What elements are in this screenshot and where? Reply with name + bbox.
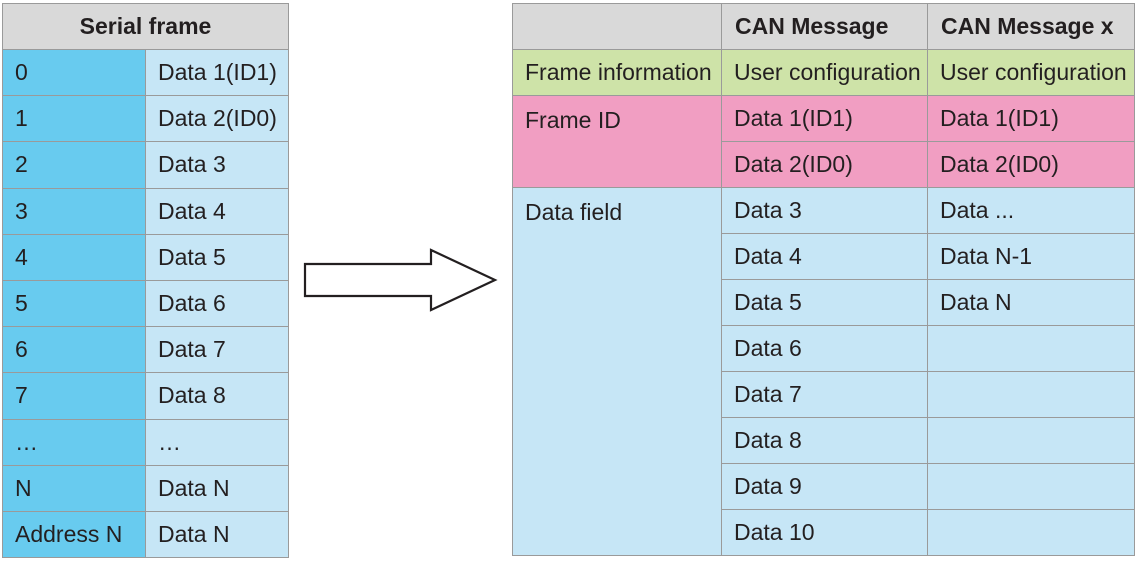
can-message-table: CAN Message CAN Message x Frame informat… xyxy=(512,3,1135,556)
serial-value: … xyxy=(145,418,289,466)
data-field-msg: Data 10 xyxy=(721,509,928,556)
table-row: Data 8 xyxy=(513,417,1135,464)
serial-index: 5 xyxy=(2,279,146,328)
serial-index: 7 xyxy=(2,372,146,420)
serial-index: … xyxy=(2,418,146,466)
data-field-msg: Data 9 xyxy=(721,463,928,510)
data-field-msg-x xyxy=(927,417,1135,464)
data-field-msg: Data 8 xyxy=(721,417,928,464)
table-row: Data 5 Data N xyxy=(513,279,1135,326)
serial-index: 3 xyxy=(2,187,146,235)
serial-index: N xyxy=(2,464,146,512)
data-field-msg: Data 5 xyxy=(721,279,928,326)
table-row: Data 6 xyxy=(513,325,1135,372)
can-message-x-header: CAN Message x xyxy=(927,3,1135,50)
data-field-msg-x: Data N xyxy=(927,279,1135,326)
table-row: …… xyxy=(2,418,289,466)
serial-value: Data 2(ID0) xyxy=(145,95,289,143)
data-field-msg: Data 7 xyxy=(721,371,928,418)
table-row: Data 10 xyxy=(513,509,1135,556)
data-field-msg-x: Data ... xyxy=(927,187,1135,234)
frame-id-msg: Data 2(ID0) xyxy=(721,141,928,188)
serial-value: Data 7 xyxy=(145,326,289,374)
data-field-msg-x xyxy=(927,325,1135,372)
serial-index: 0 xyxy=(2,48,146,97)
table-row: Frame information User configuration Use… xyxy=(512,49,1135,96)
frame-information-msg: User configuration xyxy=(721,49,928,96)
serial-frame-header: Serial frame xyxy=(2,3,289,50)
data-field-label: Data field xyxy=(512,187,722,556)
data-field-msg: Data 6 xyxy=(721,325,928,372)
frame-id-msg-x: Data 1(ID1) xyxy=(927,95,1135,142)
data-field-msg-x xyxy=(927,463,1135,510)
serial-value: Data 1(ID1) xyxy=(145,48,289,97)
serial-index: 6 xyxy=(2,326,146,374)
data-field-msg-x xyxy=(927,509,1135,556)
frame-id-label: Frame ID xyxy=(512,95,722,188)
serial-value: Data 4 xyxy=(145,187,289,235)
serial-value: Data 3 xyxy=(145,141,289,189)
frame-information-label: Frame information xyxy=(512,49,722,96)
serial-value: Data 6 xyxy=(145,279,289,328)
serial-index: 2 xyxy=(2,141,146,189)
conversion-arrow-icon xyxy=(303,248,498,312)
serial-index: 1 xyxy=(2,95,146,143)
serial-value: Data 8 xyxy=(145,372,289,420)
data-field-msg: Data 3 xyxy=(721,187,928,234)
table-row: Data 2(ID0) Data 2(ID0) xyxy=(513,141,1135,188)
table-row: Data field Data 3 Data ... xyxy=(512,187,1135,556)
can-message-header: CAN Message xyxy=(721,3,928,50)
data-field-msg: Data 4 xyxy=(721,233,928,280)
corner-header xyxy=(512,3,722,50)
table-row: Frame ID Data 1(ID1) Data 1(ID1) xyxy=(512,95,1135,188)
data-field-msg-x xyxy=(927,371,1135,418)
table-row: Data 9 xyxy=(513,463,1135,510)
frame-id-msg-x: Data 2(ID0) xyxy=(927,141,1135,188)
serial-value: Data N xyxy=(145,510,289,559)
data-field-msg-x: Data N-1 xyxy=(927,233,1135,280)
serial-index: 4 xyxy=(2,233,146,281)
serial-value: Data 5 xyxy=(145,233,289,281)
serial-index: Address N xyxy=(2,510,146,559)
frame-information-msg-x: User configuration xyxy=(927,49,1135,96)
frame-id-msg: Data 1(ID1) xyxy=(721,95,928,142)
serial-value: Data N xyxy=(145,464,289,512)
